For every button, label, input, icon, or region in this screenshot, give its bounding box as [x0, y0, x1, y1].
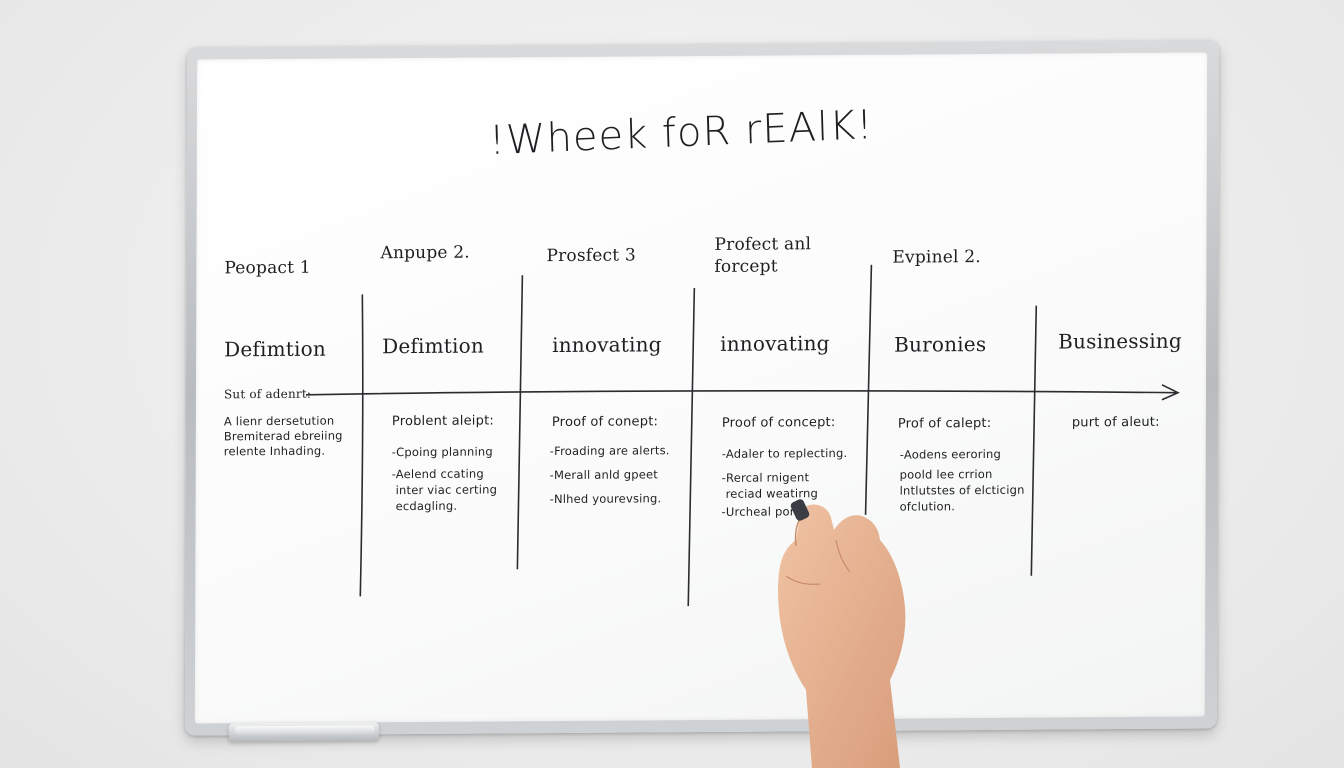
column-divider [1030, 305, 1038, 576]
column-divider [516, 275, 524, 570]
arrow-head-icon [1161, 384, 1180, 401]
column-divider [359, 294, 364, 597]
timeline-lines [305, 264, 1180, 607]
column-divider [864, 264, 873, 515]
column-divider [687, 288, 696, 607]
timeline-axis [305, 389, 1176, 396]
whiteboard: !Wheek foR rEAlK! Peopact 1 Anpupe 2. Pr… [184, 40, 1220, 742]
whiteboard-surface: !Wheek foR rEAlK! Peopact 1 Anpupe 2. Pr… [194, 52, 1208, 724]
